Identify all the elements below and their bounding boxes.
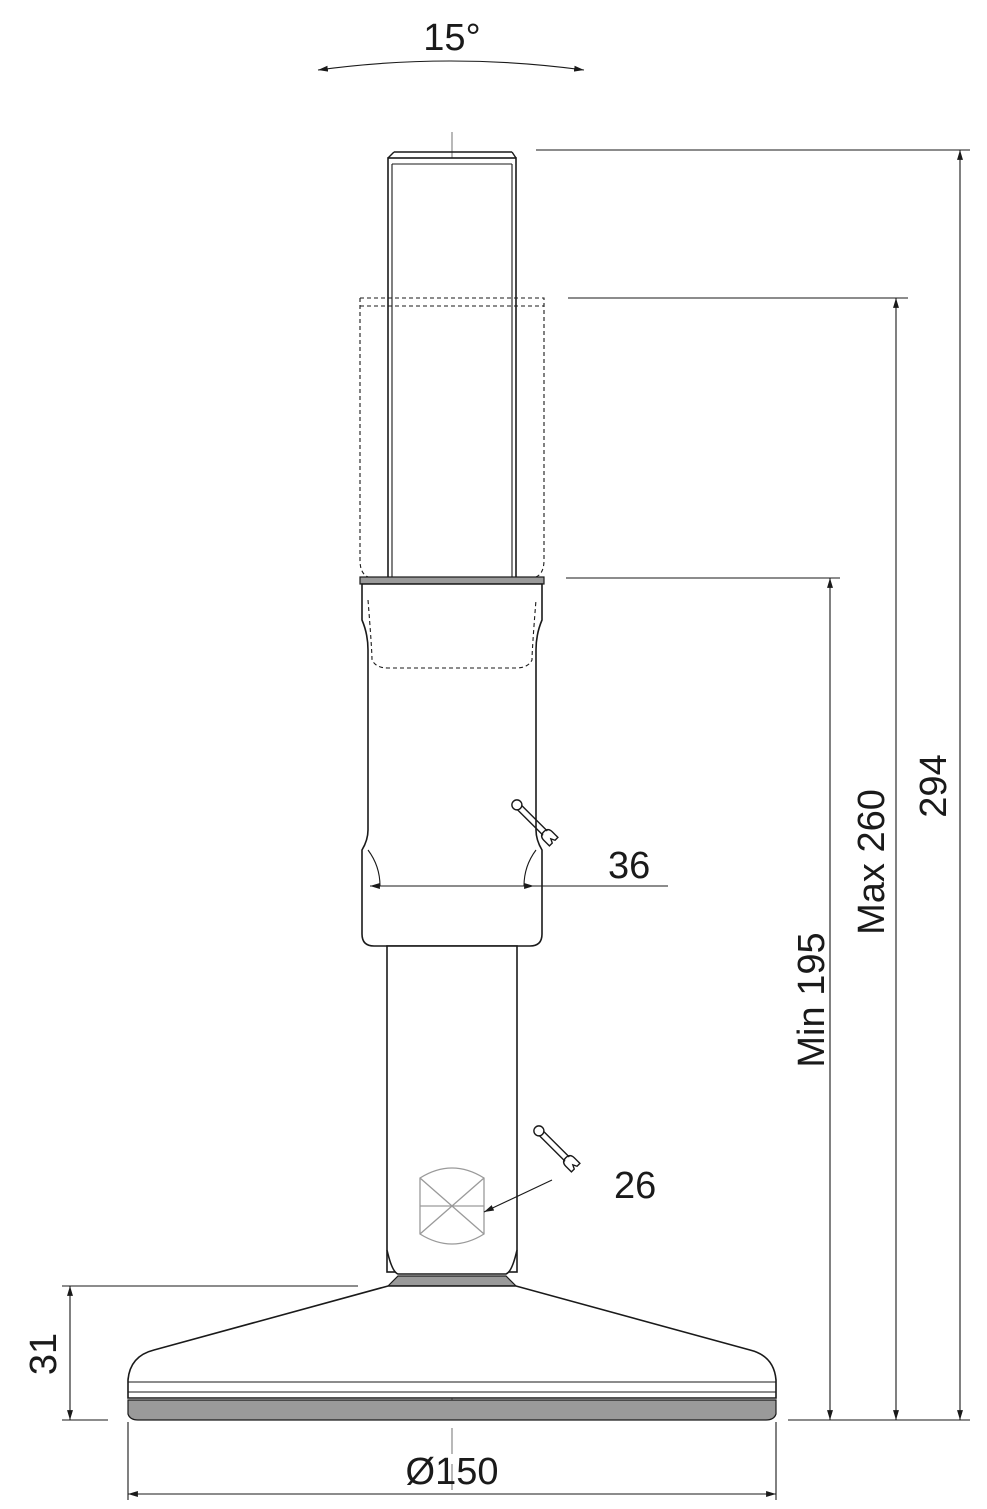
ball-joint-ring	[386, 1275, 518, 1287]
min-height-dimension: Min 195	[566, 577, 840, 1420]
wrench-icon	[511, 799, 559, 847]
max-height-dimension: Max 260	[568, 297, 908, 1420]
hex-flats	[419, 1167, 485, 1245]
housing-top-ring	[359, 576, 545, 585]
wrench-36-label: 36	[608, 845, 650, 887]
base-foot	[127, 1285, 777, 1421]
base-height-dimension: 31	[23, 1285, 358, 1421]
lower-column	[386, 945, 518, 1275]
threaded-spindle	[387, 151, 517, 579]
wrench-icon	[533, 1125, 581, 1173]
wrench-36-callout: 36	[370, 799, 668, 889]
adjuster-housing	[361, 583, 543, 947]
max-height-label: Max 260	[851, 789, 893, 935]
total-height-label: 294	[913, 754, 955, 817]
tilt-angle-indicator: 15°	[317, 17, 585, 72]
wrench-26-callout: 26	[483, 1125, 656, 1213]
min-height-label: Min 195	[791, 932, 833, 1067]
tilt-angle-label: 15°	[423, 17, 480, 59]
hidden-extension-outline	[359, 297, 545, 579]
total-height-dimension: 294	[536, 149, 970, 1421]
rubber-pad	[127, 1399, 777, 1421]
base-diameter-label: Ø150	[406, 1451, 499, 1493]
base-diameter-dimension: Ø150	[127, 1422, 777, 1500]
wrench-26-label: 26	[614, 1165, 656, 1207]
base-height-label: 31	[23, 1333, 65, 1375]
